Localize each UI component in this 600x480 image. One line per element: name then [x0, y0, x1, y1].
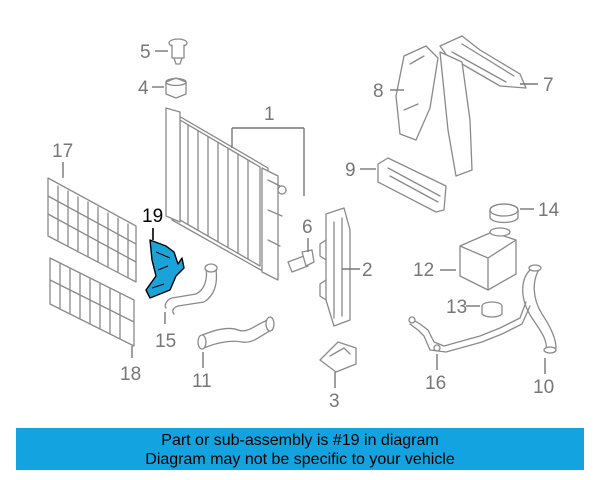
exploded-parts-diagram: 1 2 3 4 5 6	[47, 35, 560, 412]
callout-9: 9	[345, 160, 356, 181]
banner-line-2: Diagram may not be specific to your vehi…	[145, 451, 455, 468]
hose-part-15[interactable]	[164, 263, 218, 315]
air-guide-part-7[interactable]	[439, 35, 527, 177]
shutter-part-18[interactable]	[49, 257, 135, 347]
callout-15: 15	[155, 331, 176, 352]
callout-3-group: 3	[329, 372, 340, 412]
callout-16-group: 16	[425, 354, 446, 394]
callout-9-group: 9	[345, 160, 376, 181]
info-banner: Part or sub-assembly is #19 in diagram D…	[16, 428, 584, 470]
hose-part-10[interactable]	[522, 264, 557, 354]
pipe-part-16[interactable]	[408, 301, 531, 353]
callout-5-group: 5	[140, 42, 168, 63]
callout-18: 18	[120, 364, 141, 385]
callout-14: 14	[538, 200, 560, 221]
callout-18-group: 18	[120, 346, 141, 385]
callout-2-group: 2	[342, 260, 373, 281]
callout-1-group: 1	[231, 104, 305, 196]
mount-part-3[interactable]	[319, 341, 357, 373]
bracket-part-2[interactable]	[319, 207, 351, 327]
nut-part-4[interactable]	[165, 77, 187, 99]
reservoir-part-12[interactable]	[459, 227, 517, 291]
callout-8: 8	[373, 81, 384, 102]
callout-10: 10	[533, 377, 554, 398]
radiator-part-1[interactable]	[165, 107, 287, 281]
sensor-part-13[interactable]	[481, 301, 503, 318]
callout-8-group: 8	[373, 81, 404, 102]
air-guide-part-9[interactable]	[377, 157, 447, 213]
callout-11: 11	[192, 371, 212, 392]
highlighted-bracket-part-19[interactable]	[145, 239, 185, 299]
callout-17: 17	[52, 141, 73, 162]
callout-7: 7	[543, 75, 554, 96]
callout-16: 16	[425, 373, 446, 394]
callout-13-group: 13	[446, 297, 480, 318]
callout-14-group: 14	[520, 200, 560, 221]
callout-19-group: 19	[142, 206, 163, 240]
callout-12: 12	[413, 260, 434, 281]
callout-17-group: 17	[52, 141, 73, 178]
cap-part-14[interactable]	[489, 203, 519, 224]
callout-4-group: 4	[138, 78, 164, 99]
callout-7-group: 7	[520, 75, 554, 96]
callout-1-leader	[231, 127, 305, 196]
callout-12-group: 12	[413, 260, 456, 281]
callout-13: 13	[446, 297, 467, 318]
clip-part-5[interactable]	[168, 38, 188, 65]
callout-2: 2	[362, 260, 373, 281]
callout-15-group: 15	[155, 312, 176, 352]
callout-3: 3	[329, 391, 340, 412]
callout-4: 4	[138, 78, 149, 99]
air-guide-part-8[interactable]	[395, 45, 439, 141]
banner-line-1: Part or sub-assembly is #19 in diagram	[161, 432, 439, 449]
callout-6-group: 6	[302, 217, 313, 252]
callout-1: 1	[264, 104, 275, 125]
shutter-part-17[interactable]	[47, 177, 137, 283]
callout-10-group: 10	[533, 358, 554, 398]
drain-plug-part-6[interactable]	[287, 249, 315, 273]
hose-part-11[interactable]	[197, 316, 275, 350]
callout-19: 19	[142, 206, 163, 227]
callout-6: 6	[302, 217, 313, 238]
callout-11-group: 11	[192, 352, 212, 392]
callout-5: 5	[140, 42, 151, 63]
